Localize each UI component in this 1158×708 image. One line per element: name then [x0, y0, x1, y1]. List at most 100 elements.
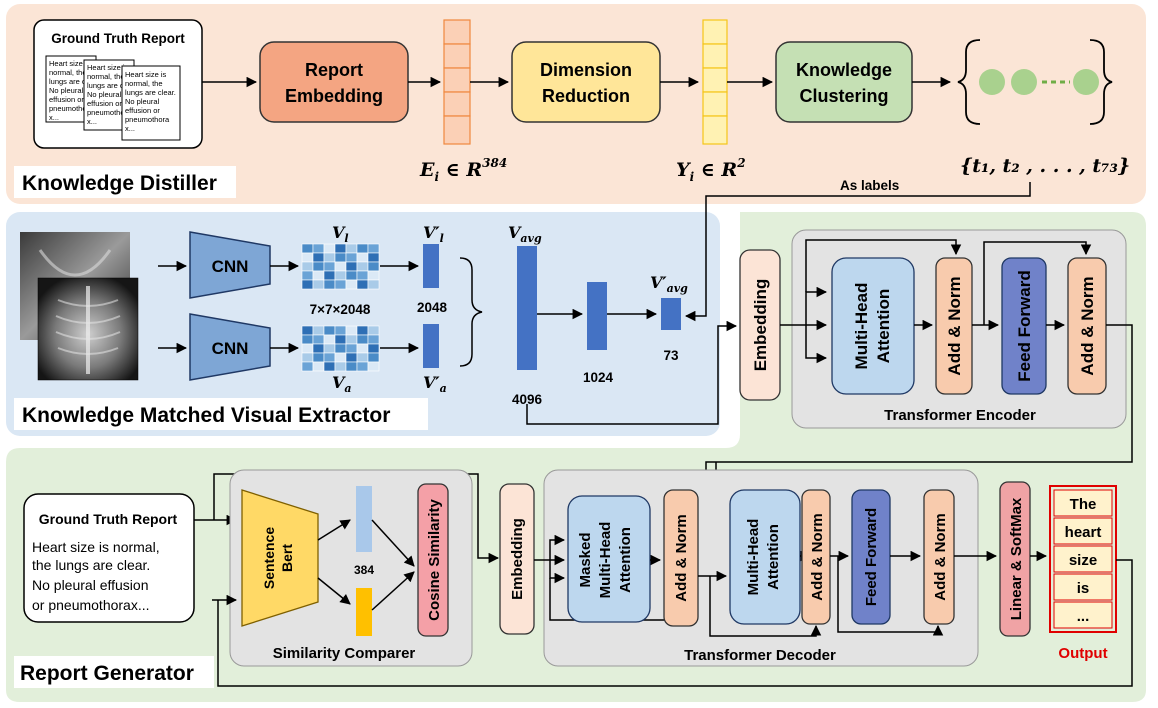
svg-text:Add & Norm: Add & Norm [1078, 276, 1097, 375]
feature-map-cell [367, 252, 380, 263]
concat-brace [459, 257, 483, 367]
svg-text:Feed Forward: Feed Forward [863, 508, 880, 606]
svg-text:Cosine Similarity: Cosine Similarity [426, 498, 443, 620]
feature-map-cell [323, 325, 336, 336]
vavg-prime-label: V′avg [650, 273, 688, 295]
extractor-title: Knowledge Matched Visual Extractor [22, 404, 390, 427]
feature-map-cell [301, 343, 314, 354]
svg-text:Linear & SoftMax: Linear & SoftMax [1008, 497, 1025, 620]
embedding-vector-generated [356, 588, 372, 636]
feature-map-cell [345, 279, 358, 290]
svg-text:Heart size is: Heart size is [87, 63, 129, 72]
dim-2048: 2048 [417, 300, 448, 315]
feature-map-cell [367, 279, 380, 290]
svg-text:Add & Norm: Add & Norm [673, 514, 690, 602]
xray-images [20, 232, 139, 381]
output-token-1: heart [1053, 517, 1113, 545]
svg-text:x...: x... [125, 124, 135, 133]
feature-map-cell [345, 243, 358, 254]
va-prime-label: V′a [423, 373, 447, 395]
feature-map-va [301, 325, 380, 372]
svg-text:No pleural: No pleural [125, 97, 160, 106]
svg-text:Add & Norm: Add & Norm [932, 513, 949, 601]
feature-map-cell [345, 252, 358, 263]
as-labels-text: As labels [840, 178, 899, 193]
feature-map-cell [301, 261, 314, 272]
svg-text:...: ... [1077, 608, 1090, 625]
decoder-add-norm-2: Add & Norm [801, 489, 831, 625]
feature-map-cell [367, 352, 380, 363]
generator-ground-truth-report: Ground Truth Report Heart size is normal… [23, 493, 195, 623]
svg-text:Clustering: Clustering [799, 86, 888, 106]
svg-text:heart: heart [1065, 524, 1102, 541]
similarity-comparer-caption: Similarity Comparer [273, 645, 416, 662]
svg-text:Attention: Attention [617, 527, 634, 593]
cnn-bottom: CNN [189, 313, 271, 381]
dim-1024: 1024 [583, 370, 614, 385]
svg-text:effusion or: effusion or [125, 106, 160, 115]
feature-map-cell [301, 279, 314, 290]
dim-4096: 4096 [512, 392, 543, 407]
feature-map-cell [345, 361, 358, 372]
embedding-vector-ground-truth [356, 486, 372, 552]
dimension-reduction-box: Dimension Reduction [511, 41, 661, 123]
encoder-caption: Transformer Encoder [884, 407, 1036, 424]
svg-text:Multi-Head: Multi-Head [597, 522, 614, 599]
feature-map-cell [356, 279, 369, 290]
feature-map-cell [334, 252, 347, 263]
feature-map-cell [312, 252, 325, 263]
feature-map-cell [345, 270, 358, 281]
feature-map-cell [356, 352, 369, 363]
feature-map-cell [367, 261, 380, 272]
svg-text:The: The [1070, 496, 1097, 513]
output-token-list: The heart size is ... [1049, 485, 1117, 633]
feature-map-cell [312, 352, 325, 363]
sentence-bert-box: Sentence Bert [241, 489, 319, 627]
feature-vector-vavg [517, 246, 537, 370]
va-label: Va [332, 373, 352, 395]
feature-map-cell [312, 261, 325, 272]
e-formula: Ei ∈ R384 [419, 156, 507, 184]
svg-text:x...: x... [87, 117, 97, 126]
feature-vector-vavg-prime [661, 298, 681, 330]
feature-map-cell [301, 252, 314, 263]
feature-map-cell [345, 334, 358, 345]
svg-text:Ground Truth Report: Ground Truth Report [39, 511, 178, 527]
linear-softmax-box: Linear & SoftMax [999, 481, 1031, 637]
feature-map-cell [367, 243, 380, 254]
feature-map-cell [323, 252, 336, 263]
svg-text:Heart size is normal,: Heart size is normal, [32, 539, 160, 555]
encoder-feed-forward: Feed Forward [1001, 257, 1047, 395]
feature-map-cell [334, 325, 347, 336]
svg-text:Sentence: Sentence [261, 527, 277, 589]
feature-map-vl [301, 243, 380, 290]
decoder-add-norm-1: Add & Norm [663, 489, 699, 627]
svg-text:Masked: Masked [577, 532, 594, 587]
svg-text:the lungs are clear.: the lungs are clear. [32, 557, 150, 573]
feature-map-cell [356, 343, 369, 354]
feature-map-cell [323, 334, 336, 345]
feature-vector-va-prime [423, 324, 439, 368]
feature-map-cell [367, 270, 380, 281]
report-doc-3: Heart size is normal, the lungs are clea… [121, 65, 181, 141]
feature-map-cell [312, 279, 325, 290]
feature-map-cell [334, 261, 347, 272]
feature-vector-vl-prime [423, 244, 439, 288]
svg-text:effusion or: effusion or [49, 95, 84, 104]
svg-text:CNN: CNN [212, 339, 249, 358]
feature-map-cell [345, 261, 358, 272]
svg-text:Report: Report [305, 60, 363, 80]
svg-text:Bert: Bert [279, 544, 295, 572]
feature-map-cell [312, 270, 325, 281]
decoder-caption: Transformer Decoder [684, 647, 836, 664]
svg-text:pneumothora: pneumothora [49, 104, 94, 113]
decoder-masked-mha: Masked Multi-Head Attention [567, 495, 651, 623]
feature-map-cell [356, 243, 369, 254]
feature-map-cell [323, 352, 336, 363]
reduced-vector-y [702, 19, 728, 145]
decoder-embedding-box: Embedding [499, 483, 535, 635]
feature-map-cell [301, 325, 314, 336]
output-token-4: ... [1053, 601, 1113, 629]
feature-map-cell [356, 270, 369, 281]
svg-text:Add & Norm: Add & Norm [809, 513, 826, 601]
